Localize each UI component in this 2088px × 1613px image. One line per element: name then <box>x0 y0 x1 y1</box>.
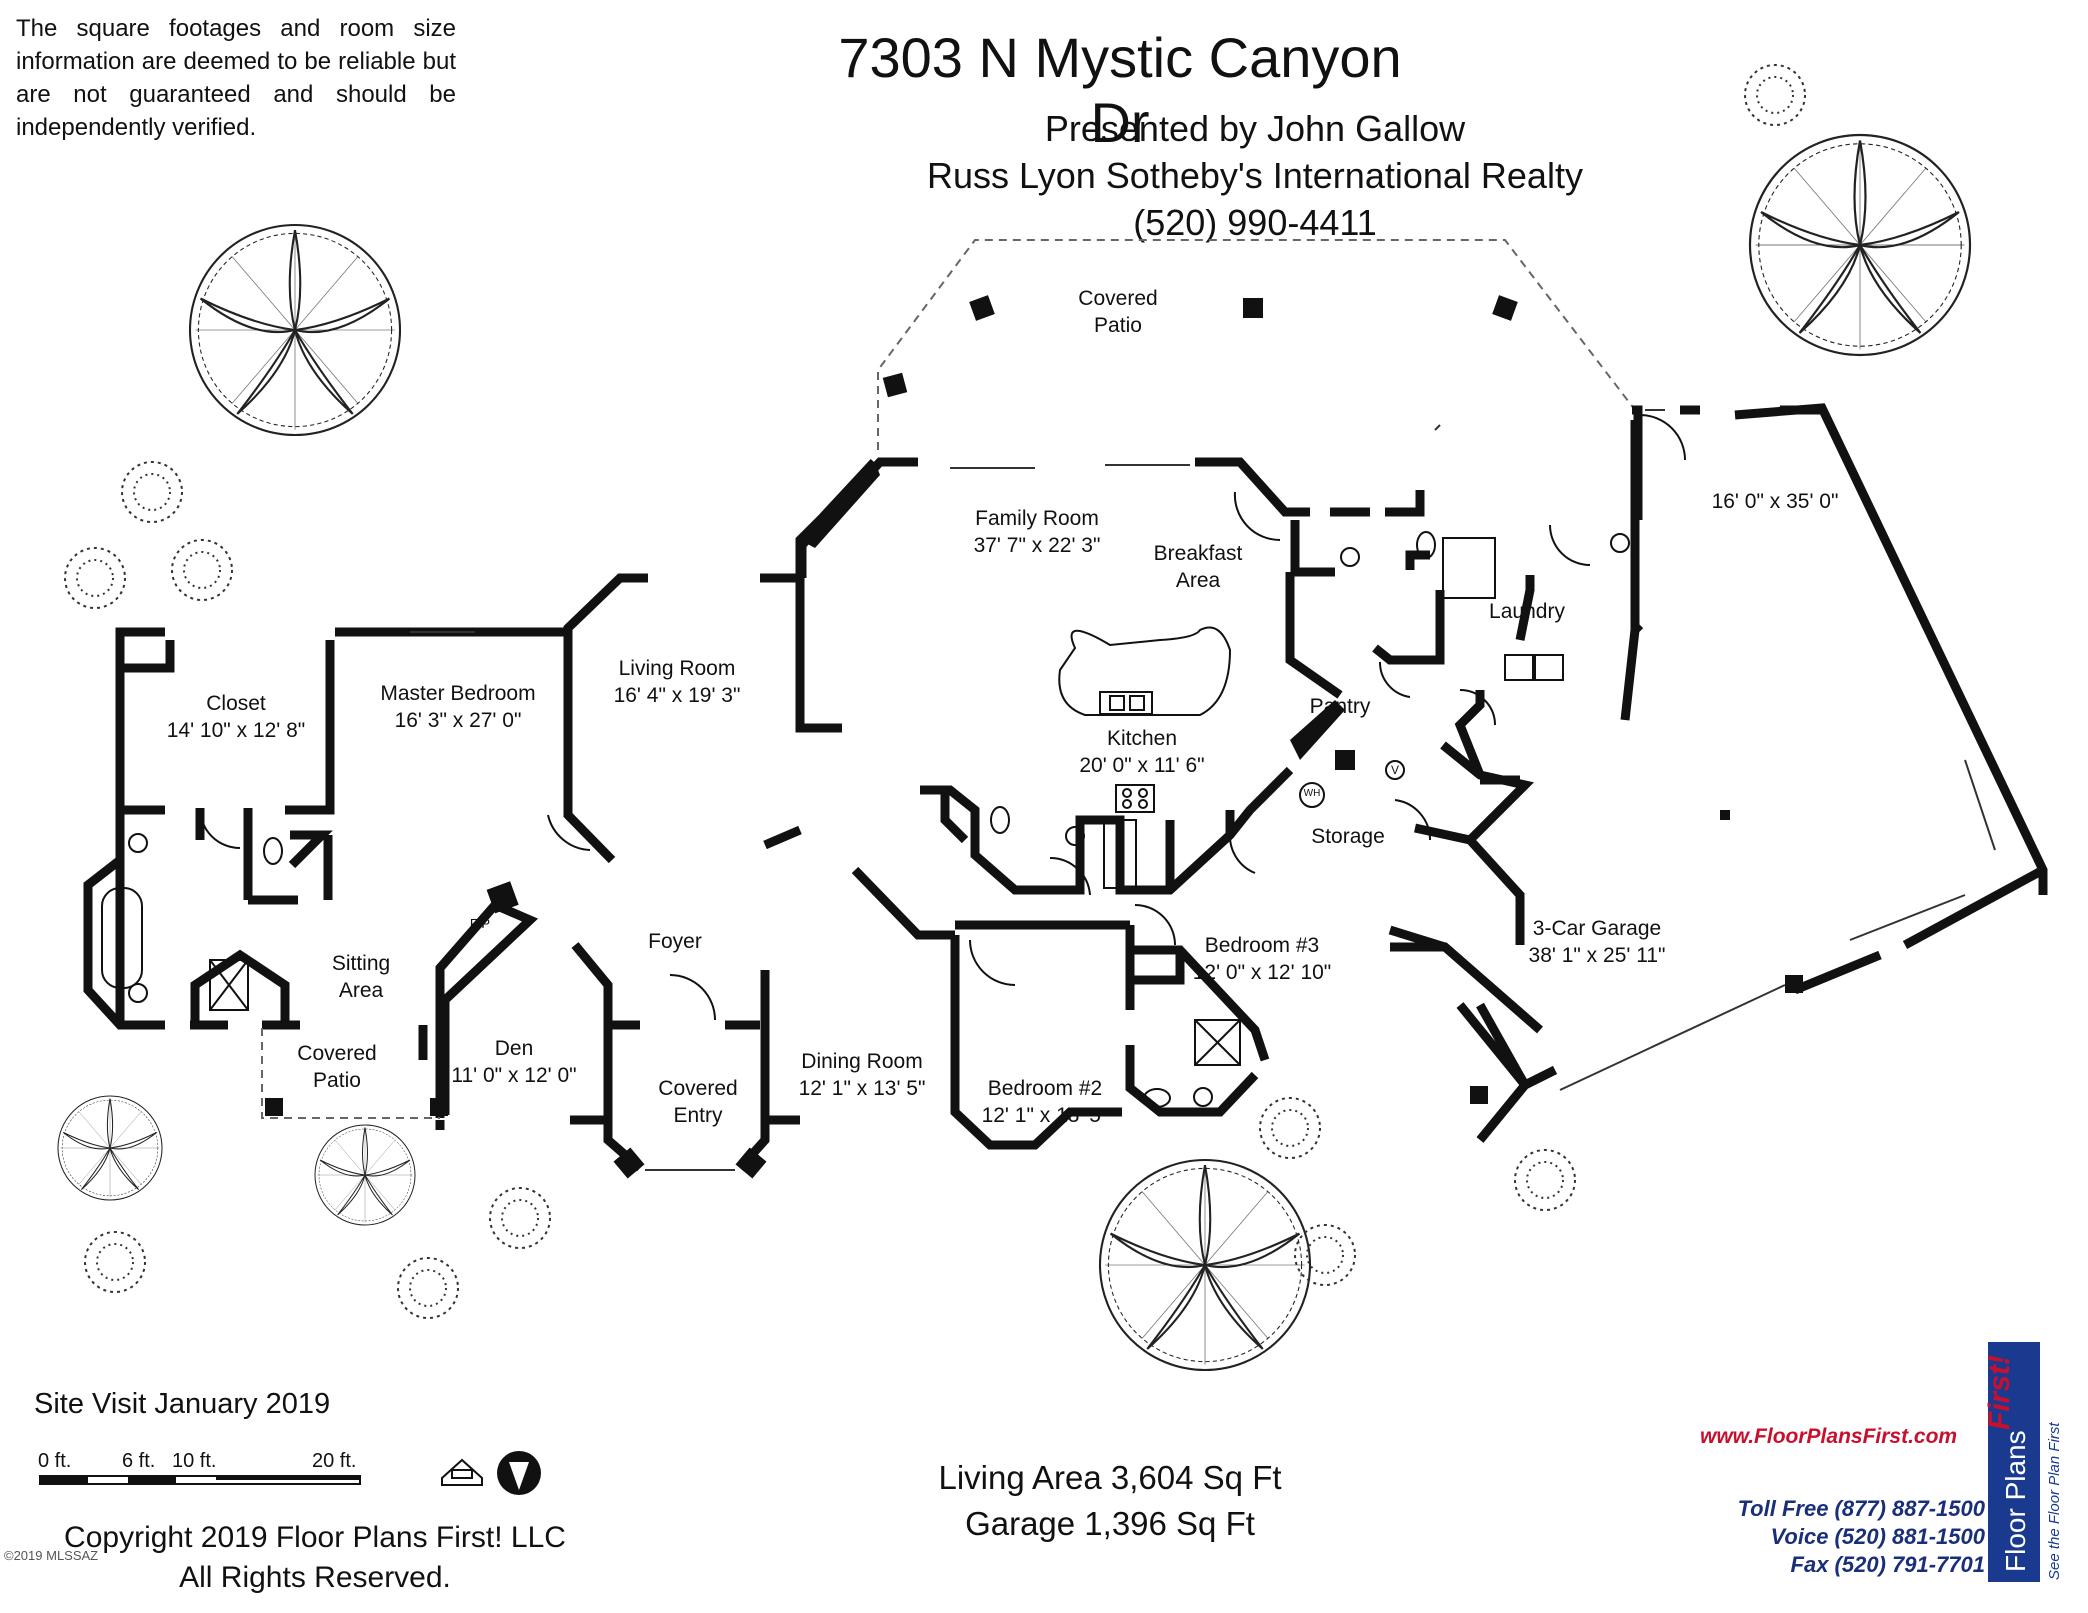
equal-housing-icon <box>441 1458 483 1486</box>
label-master-bedroom: Master Bedroom 16' 3" x 27' 0" <box>380 680 535 734</box>
property-address: 7303 N Mystic Canyon Dr <box>838 26 1402 154</box>
label-foyer: Foyer <box>648 930 702 953</box>
label-fireplace: F/P <box>469 916 491 931</box>
label-dimension: 20' 0" x 11' 6" <box>1079 754 1205 777</box>
label-den: Den 11' 0" x 12' 0" <box>451 1035 576 1089</box>
floor-plans-first-logo: Floor Plans <box>1988 1342 2040 1582</box>
covered-patio-left <box>261 1028 440 1119</box>
label-text: Closet <box>206 692 266 715</box>
agent-phone: (520) 990-4411 <box>1133 202 1377 243</box>
website-link[interactable]: www.FloorPlansFirst.com <box>1700 1425 1958 1448</box>
label-water-heater: WH <box>1303 788 1321 799</box>
label-dimension: 12' 1" x 13' 5" <box>981 1104 1109 1127</box>
label-dimension: 11' 0" x 12' 0" <box>451 1064 577 1087</box>
garage-area: Garage 1,396 Sq Ft <box>965 1505 1255 1542</box>
label-breakfast-area: Breakfast Area <box>1154 540 1243 594</box>
label-garage-dimension: 16' 0" x 35' 0" <box>1711 490 1839 513</box>
label-text: Den <box>494 1037 534 1060</box>
voice-phone: Voice (520) 881-1500 <box>1770 1524 1985 1549</box>
copyright-line: Copyright 2019 Floor Plans First! LLC <box>64 1521 566 1554</box>
label-covered-patio-left: Covered Patio <box>297 1040 376 1094</box>
north-arrow-icon <box>497 1451 541 1495</box>
label-dimension: 16' 4" x 19' 3" <box>613 684 741 707</box>
label-text: Covered Entry <box>658 1077 738 1127</box>
contact-block: Toll Free (877) 887-1500 Voice (520) 881… <box>1690 1495 1985 1579</box>
label-valve: V <box>1390 763 1400 777</box>
shower-icons <box>209 537 1496 1066</box>
toilet-icons <box>263 531 1436 1108</box>
label-dimension: 12' 0" x 12' 10" <box>1192 961 1332 984</box>
label-dimension: 12' 1" x 13' 5" <box>798 1077 926 1100</box>
area-summary: Living Area 3,604 Sq Ft Garage 1,396 Sq … <box>860 1455 1360 1547</box>
label-text: 3-Car Garage <box>1532 917 1662 940</box>
stove-icon <box>1115 784 1155 813</box>
scale-label: 10 ft. <box>172 1450 217 1472</box>
scale-label: 0 ft. <box>38 1450 72 1472</box>
fax-number: Fax (520) 791-7701 <box>1790 1552 1985 1577</box>
label-pantry: Pantry <box>1309 695 1371 718</box>
tree-icon <box>1098 1158 1312 1372</box>
label-text: Master Bedroom <box>380 682 536 705</box>
sink-icons <box>128 533 1630 1107</box>
valve-icon <box>1385 760 1405 780</box>
brokerage-name: Russ Lyon Sotheby's International Realty <box>927 155 1583 196</box>
presenter-block: Presented by John Gallow Russ Lyon Sothe… <box>830 105 1680 246</box>
label-text: Bedroom #3 <box>1204 934 1320 957</box>
logo-first: First! <box>1983 1355 2016 1430</box>
label-storage: Storage <box>1311 825 1385 848</box>
label-kitchen: Kitchen 20' 0" x 11' 6" <box>1079 725 1204 779</box>
wall-masses <box>265 462 1803 1179</box>
label-closet: Closet 14' 10" x 12' 8" <box>167 690 306 744</box>
mls-watermark: ©2019 MLSSAZ <box>4 1548 99 1563</box>
covered-patio-top <box>877 239 1636 450</box>
presented-by: Presented by John Gallow <box>1044 108 1466 149</box>
tree-icon <box>314 1124 416 1226</box>
site-visit-date: Site Visit January 2019 <box>34 1388 331 1420</box>
label-garage: 3-Car Garage 38' 1" x 25' 11" <box>1529 915 1666 969</box>
label-text: Dining Room <box>801 1050 923 1073</box>
rights-line: All Rights Reserved. <box>179 1561 451 1594</box>
scale-bar <box>39 1475 361 1485</box>
label-dimension: 14' 10" x 12' 8" <box>166 719 306 742</box>
living-area: Living Area 3,604 Sq Ft <box>938 1459 1282 1496</box>
label-covered-patio-top: Covered Patio <box>1078 285 1157 339</box>
water-heater-icon <box>1299 782 1325 808</box>
label-dimension: 38' 1" x 25' 11" <box>1528 944 1666 967</box>
tree-icon <box>57 1095 163 1201</box>
label-text: Kitchen <box>1106 727 1178 750</box>
label-text: Family Room <box>975 507 1099 530</box>
label-sitting-area: Sitting Area <box>332 950 390 1004</box>
label-bedroom-3: Bedroom #3 12' 0" x 12' 10" <box>1193 932 1332 986</box>
disclaimer-text: The square footages and room size inform… <box>16 15 456 141</box>
logo-tagline: See the Floor Plan First <box>2046 1422 2063 1580</box>
tree-icon <box>1748 133 1972 357</box>
label-dimension: 37' 7" x 22' 3" <box>973 534 1101 557</box>
kitchen-island <box>1058 626 1232 716</box>
label-family-room: Family Room 37' 7" x 22' 3" <box>974 505 1101 559</box>
label-text: Living Room <box>618 657 736 680</box>
label-dimension: 16' 3" x 27' 0" <box>394 709 522 732</box>
door-swings <box>199 414 1686 1021</box>
tree-icon <box>188 223 402 437</box>
label-text: Bedroom #2 <box>987 1077 1103 1100</box>
label-text: Sitting Area <box>331 952 391 1002</box>
logo-name: Floor Plans <box>2000 1430 2031 1572</box>
label-living-room: Living Room 16' 4" x 19' 3" <box>614 655 741 709</box>
label-text: Covered Patio <box>297 1042 377 1092</box>
scale-label: 6 ft. <box>122 1450 156 1472</box>
copyright-block: Copyright 2019 Floor Plans First! LLC Al… <box>30 1518 600 1598</box>
label-dining-room: Dining Room 12' 1" x 13' 5" <box>799 1048 926 1102</box>
label-covered-entry: Covered Entry <box>658 1075 737 1129</box>
label-text: Breakfast Area <box>1153 542 1243 592</box>
washer-dryer-icon <box>1504 654 1564 681</box>
label-laundry: Laundry <box>1489 600 1565 623</box>
bathtub-icon <box>101 887 143 989</box>
label-bedroom-2: Bedroom #2 12' 1" x 13' 5" <box>982 1075 1109 1129</box>
scale-label: 20 ft. <box>312 1450 357 1472</box>
toll-free-phone: Toll Free (877) 887-1500 <box>1737 1496 1985 1521</box>
windows <box>410 409 1996 1171</box>
patio-columns <box>882 295 1518 398</box>
label-text: Covered Patio <box>1078 287 1158 337</box>
